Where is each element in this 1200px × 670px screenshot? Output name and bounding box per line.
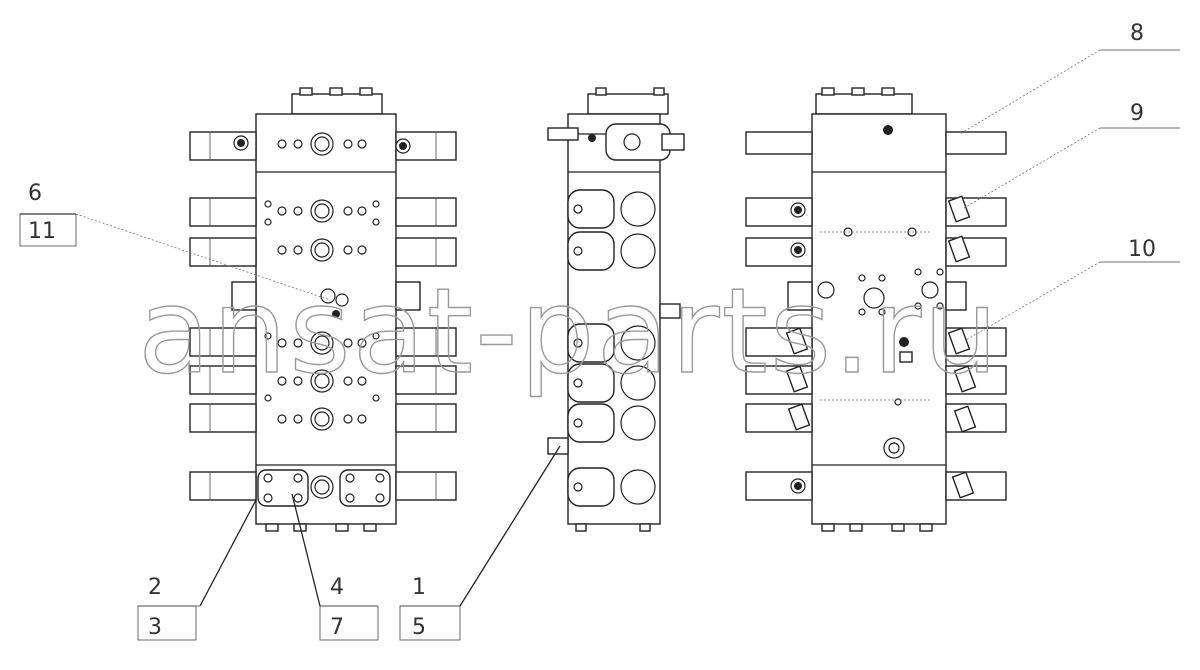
back-view-fittings [785,195,977,499]
front-view-right-spools [395,131,457,501]
callout-9: 9 [1130,101,1144,126]
front-view-left-spools [189,131,257,501]
callout-11: 11 [28,219,56,244]
front-view [189,87,457,532]
callout-2: 2 [148,575,162,600]
side-view [547,87,685,532]
callout-8: 8 [1130,21,1144,46]
side-view-ports [567,189,656,507]
callout-5: 5 [412,615,426,640]
back-view [745,87,1007,532]
callout-3: 3 [148,615,162,640]
callout-7: 7 [330,615,344,640]
watermark-text: ansat-parts.ru [138,262,1000,400]
front-view-ports [264,132,380,499]
callout-10: 10 [1128,237,1156,262]
callout-1: 1 [412,575,426,600]
callouts: 6 11 8 9 10 2 3 4 7 1 5 [19,21,1180,641]
callout-4: 4 [330,575,344,600]
callout-6: 6 [28,181,42,206]
